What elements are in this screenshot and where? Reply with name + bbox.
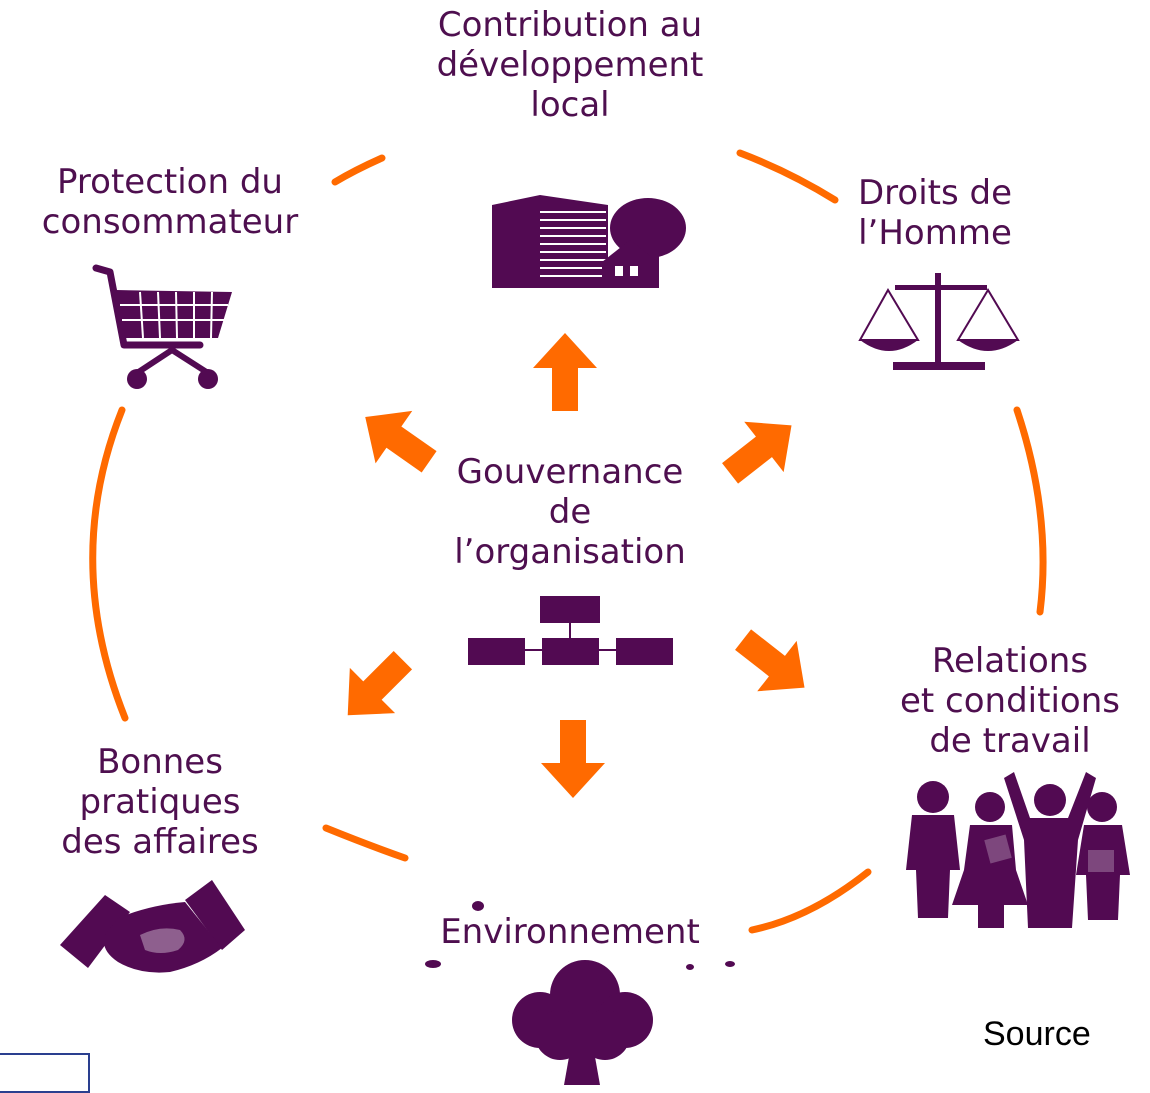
leaf-icon	[425, 901, 735, 970]
workers-icon	[906, 772, 1130, 928]
label-line: pratiques	[79, 782, 241, 822]
node-label-bonnes: Bonnes pratiques des affaires	[20, 742, 300, 862]
label-line: Gouvernance	[456, 452, 684, 492]
arrow-down-right	[735, 629, 805, 692]
arrow-up	[533, 333, 597, 411]
arrow-up-right	[722, 421, 792, 484]
label-line: Contribution au	[437, 5, 703, 45]
building-house-tree-icon	[492, 195, 686, 288]
shopping-cart-icon	[92, 264, 232, 389]
arc-bonnes-protection	[89, 406, 129, 722]
arc-environnement-bonnes	[322, 824, 409, 862]
label-line: consommateur	[41, 202, 299, 242]
label-line: Bonnes	[97, 742, 223, 782]
arrow-down	[541, 720, 605, 798]
label-line: Droits de	[857, 173, 1012, 213]
label-line: Environnement	[440, 912, 700, 952]
arc-contribution-droits	[736, 149, 839, 204]
scales-icon	[858, 273, 1020, 370]
label-line: et conditions	[900, 681, 1120, 721]
source-label: Source	[983, 1015, 1091, 1053]
org-chart-icon	[468, 596, 673, 665]
label-line: des affaires	[61, 822, 259, 862]
node-label-contribution: Contribution au développement local	[400, 5, 740, 125]
corner-frame	[0, 1053, 90, 1093]
label-line: local	[530, 85, 610, 125]
node-label-environnement: Environnement	[410, 912, 730, 952]
arrow-down-left	[347, 650, 413, 716]
arc-relations-environnement	[748, 868, 872, 934]
label-line: Relations	[931, 641, 1089, 681]
label-line: l’Homme	[858, 213, 1012, 253]
label-line: développement	[436, 45, 704, 85]
label-line: l’organisation	[454, 532, 686, 572]
tree-icon	[512, 960, 653, 1085]
node-label-protection: Protection du consommateur	[10, 162, 330, 242]
node-label-relations: Relations et conditions de travail	[870, 641, 1150, 761]
label-line: de	[548, 492, 592, 532]
node-label-droits: Droits de l’Homme	[820, 173, 1050, 253]
arrow-up-left	[365, 410, 437, 473]
label-line: Protection du	[57, 162, 283, 202]
center-label: Gouvernance de l’organisation	[420, 452, 720, 572]
label-line: de travail	[929, 721, 1091, 761]
arc-protection-contribution	[331, 154, 386, 186]
arc-droits-relations	[1013, 406, 1047, 616]
handshake-icon	[60, 880, 245, 973]
